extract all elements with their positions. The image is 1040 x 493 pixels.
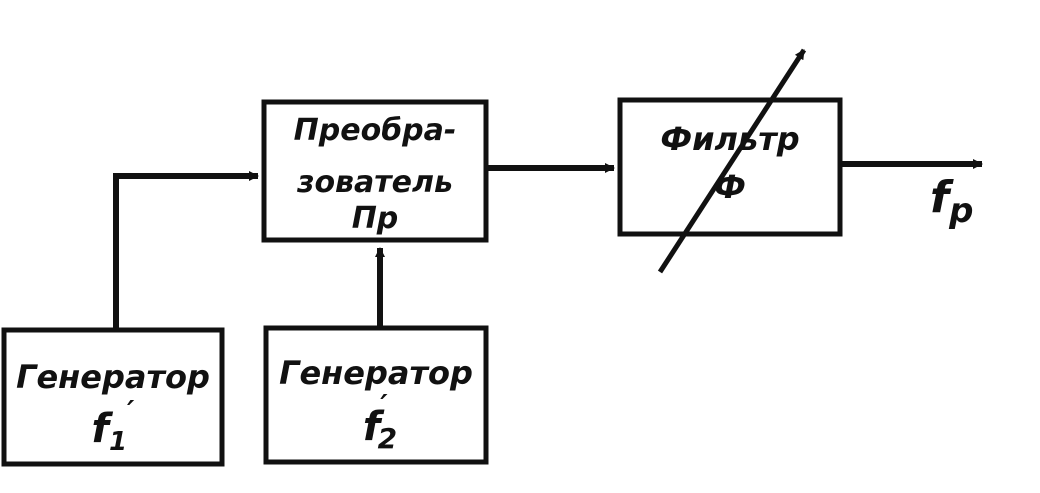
- generator1-block: Генератор f1′: [1, 327, 225, 467]
- connection-generator1-to-converter: [113, 171, 259, 330]
- filter-label-line2: Ф: [714, 168, 746, 206]
- filter-label-line1: Фильтр: [660, 120, 799, 158]
- converter-block: Преобра- зователь Пр: [261, 99, 489, 243]
- generator2-label: Генератор: [279, 354, 473, 392]
- converter-label-line2: зователь: [296, 165, 453, 200]
- tuning-arrow-icon: [657, 48, 807, 274]
- generator2-frequency: f′2: [363, 388, 397, 455]
- output-frequency-label: fр: [930, 172, 974, 231]
- generator1-frequency: f1′: [92, 394, 136, 457]
- converter-label-line1: Преобра-: [294, 113, 457, 148]
- generator1-label: Генератор: [16, 358, 210, 396]
- generator2-block: Генератор f′2: [263, 325, 489, 465]
- converter-label-line3: Пр: [352, 201, 399, 236]
